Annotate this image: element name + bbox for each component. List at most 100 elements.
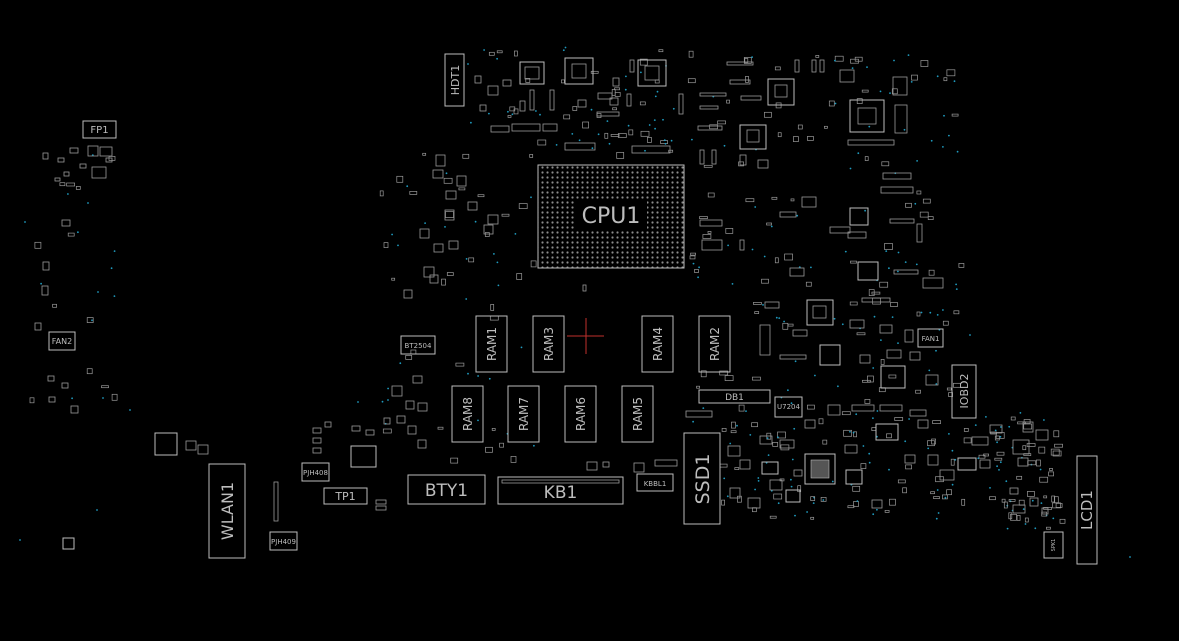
smd-pad (807, 404, 815, 410)
via (841, 323, 844, 326)
via (897, 270, 899, 273)
bt2504-component[interactable] (400, 335, 436, 355)
via (880, 339, 882, 341)
via (670, 139, 673, 142)
via (889, 92, 891, 94)
via (562, 49, 565, 52)
via (951, 483, 954, 486)
ram6-chip[interactable] (564, 385, 597, 443)
lcd1-connector[interactable] (1076, 455, 1098, 565)
smd-pad (616, 152, 625, 159)
smd-pad (59, 182, 66, 187)
hdt1-connector[interactable] (444, 53, 465, 107)
smd-pad (1027, 491, 1035, 497)
via (928, 369, 931, 372)
smd-pad (688, 50, 694, 58)
u7204-component[interactable] (774, 396, 803, 418)
via (91, 319, 93, 322)
smd-pad (881, 161, 890, 167)
ram7-chip[interactable] (507, 385, 540, 443)
smd-pad (455, 362, 465, 367)
smd-pad (1055, 503, 1063, 508)
smd-pad (871, 291, 881, 295)
via (470, 121, 472, 124)
smd-pad (771, 196, 778, 200)
ram2-chip[interactable] (698, 315, 731, 373)
ram4-chip[interactable] (641, 315, 674, 373)
smd-pad (828, 100, 835, 107)
via (1040, 502, 1043, 504)
smd-pad (897, 479, 906, 484)
smd-pad (1010, 416, 1016, 421)
smd-pad (868, 289, 875, 296)
smd-pad (745, 76, 749, 83)
smd-pad (67, 232, 75, 237)
smd-pad (396, 175, 404, 183)
via (1000, 426, 1002, 428)
smd-pad (772, 442, 779, 447)
via (653, 119, 656, 121)
wlan-area: WLAN1 PJH408 PJH409 TP1 (154, 421, 387, 559)
via (937, 512, 940, 514)
via (953, 80, 956, 83)
via (999, 435, 1002, 438)
iobd2-connector[interactable] (951, 364, 977, 419)
via (810, 266, 812, 269)
ssd1-label: SSD1 (692, 454, 714, 505)
via (985, 416, 987, 418)
ssd1-slot[interactable] (683, 432, 721, 525)
ram3-label: RAM3 (542, 327, 556, 361)
via (483, 49, 485, 51)
ram1-chip[interactable] (475, 315, 508, 373)
smd-pad (916, 311, 921, 317)
via (465, 298, 468, 300)
smd-pad (852, 485, 861, 492)
smd-pad (514, 50, 518, 57)
smd-pad (612, 107, 617, 111)
ram8-chip[interactable] (451, 385, 484, 443)
via (496, 261, 499, 264)
via (71, 397, 73, 400)
ram5-label: RAM5 (631, 397, 645, 431)
via (915, 263, 918, 266)
via (757, 480, 760, 482)
via (467, 372, 469, 375)
smd-pad (496, 50, 503, 54)
smd-pad (724, 375, 734, 381)
wlan1-slot[interactable] (208, 463, 246, 559)
via (129, 409, 131, 411)
ec-chip[interactable] (804, 453, 836, 485)
via (648, 124, 651, 126)
smd-pad (946, 69, 956, 77)
via (910, 81, 913, 83)
tp1-connector[interactable] (323, 487, 368, 505)
smd-pad (647, 137, 652, 143)
via (656, 90, 659, 93)
via (1024, 523, 1027, 525)
smd-pad (628, 129, 634, 136)
smd-pad (490, 304, 495, 311)
fan1-connector[interactable] (917, 328, 944, 348)
kbbl1-connector[interactable] (636, 473, 674, 492)
smd-pad (856, 332, 866, 336)
kb1-connector[interactable] (497, 476, 624, 505)
smd-pad (861, 89, 869, 93)
via (849, 167, 852, 170)
smd-pad (699, 216, 708, 219)
via (794, 514, 796, 517)
via (91, 154, 94, 157)
smd-pad (1016, 475, 1023, 480)
db1-connector[interactable] (698, 389, 771, 404)
smd-pad (1051, 495, 1056, 503)
smd-pad (782, 322, 789, 330)
ram5-chip[interactable] (621, 385, 654, 443)
ram3-chip[interactable] (532, 315, 565, 373)
fan2-connector[interactable] (48, 331, 76, 351)
bty1-connector[interactable] (407, 474, 486, 505)
smd-pad (824, 125, 828, 129)
via (790, 478, 792, 481)
via (903, 128, 906, 131)
fp1-outline[interactable] (82, 120, 117, 139)
smd-pad (780, 444, 790, 451)
spk1-connector[interactable] (1043, 531, 1064, 559)
